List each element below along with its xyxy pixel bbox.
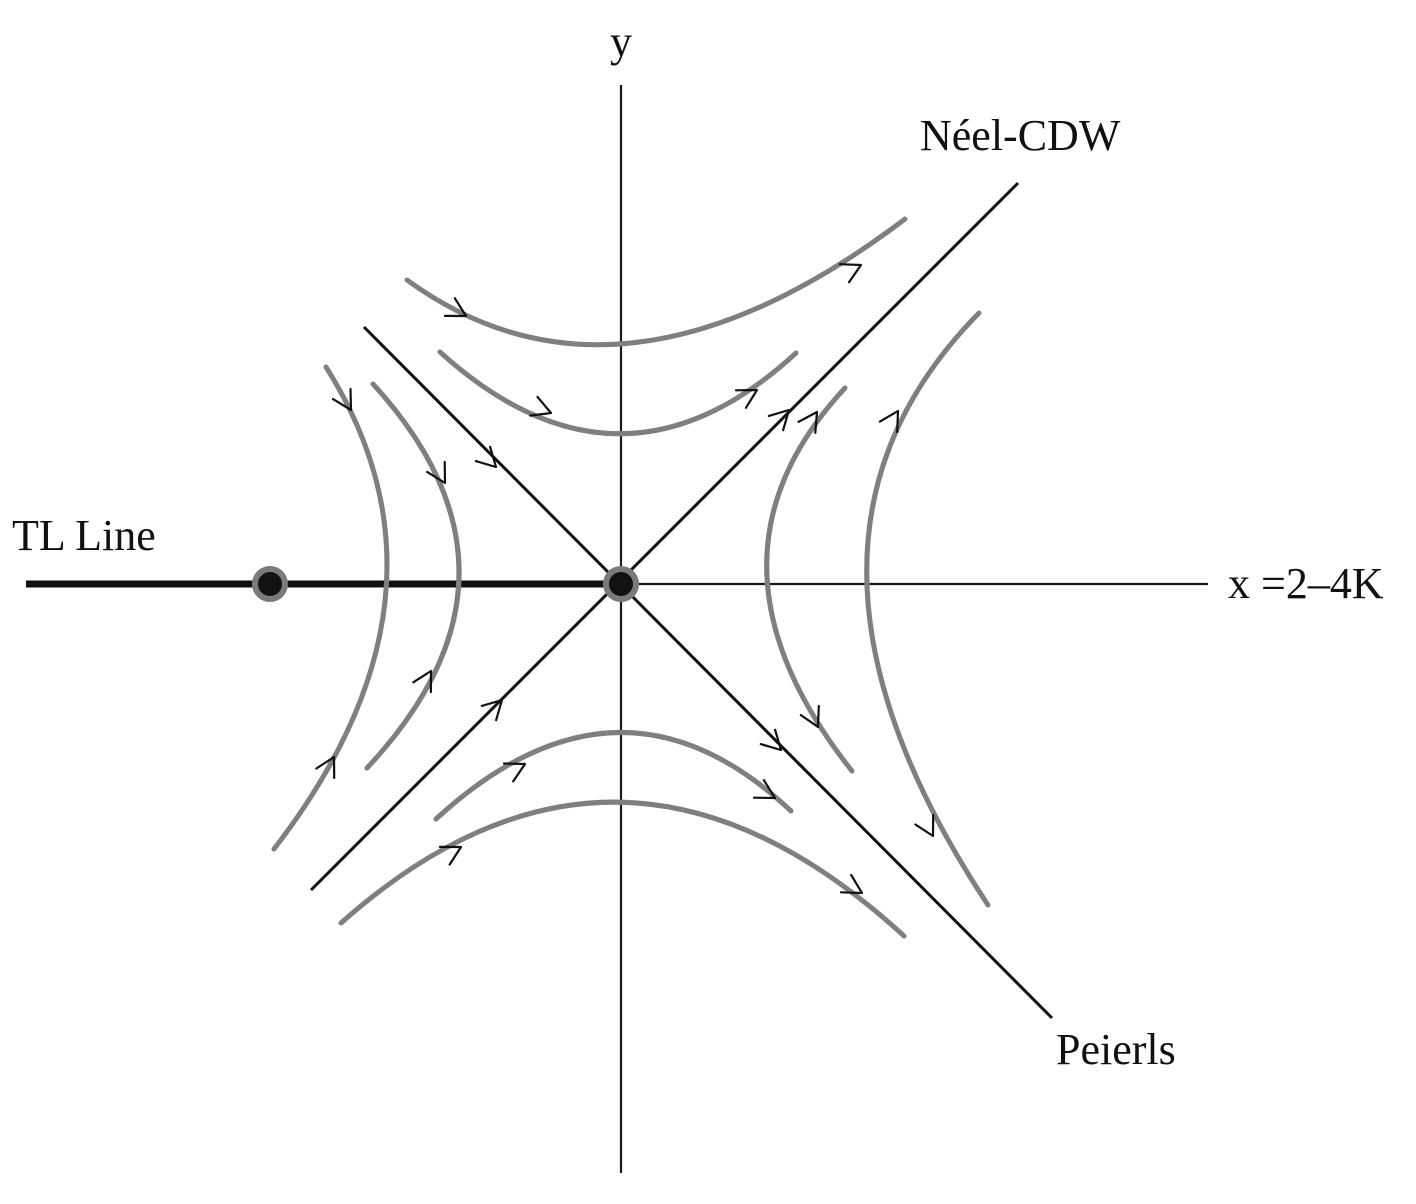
flow-line-top-outer [404, 216, 908, 348]
flow-arrowhead [331, 387, 353, 412]
flow-arrowhead [878, 409, 900, 434]
flow-arrowhead [438, 845, 463, 866]
flow-line-left-outer [271, 364, 390, 852]
origin-fixed-point [603, 566, 639, 602]
flow-arrows [315, 263, 935, 895]
flow-arrowhead [474, 445, 498, 469]
flow-line-left-inner [364, 381, 462, 771]
neel-cdw-label: Néel-CDW [920, 111, 1121, 160]
tl-line-label: TL Line [12, 511, 156, 560]
peierls-separatrix [362, 325, 1054, 1020]
flow-lines [271, 216, 991, 939]
flow-arrowhead [797, 410, 819, 434]
flow-line-bottom-outer [338, 799, 907, 939]
flow-arrowhead [443, 297, 468, 318]
flow-arrowhead [529, 395, 553, 417]
flow-arrowhead [480, 698, 504, 722]
flow-line-bottom-inner [433, 730, 794, 822]
flow-arrowhead [752, 779, 777, 800]
flow-arrowhead [838, 263, 863, 284]
flow-arrowhead [799, 704, 820, 729]
flow-arrowhead [759, 728, 783, 752]
tl-fixed-point [252, 566, 288, 602]
neel-cdw-separatrix [309, 181, 1020, 892]
peierls-label: Peierls [1056, 1025, 1176, 1074]
y-axis-label: y [610, 17, 632, 66]
flow-line-right-outer [864, 310, 991, 908]
flow-arrowhead [767, 408, 791, 432]
flow-arrowhead [426, 460, 447, 485]
flow-arrowhead [315, 755, 336, 780]
flow-arrowhead [502, 762, 527, 783]
flow-line-right-inner [764, 385, 855, 774]
flow-arrowhead [914, 813, 935, 838]
flow-arrowhead [734, 388, 759, 409]
x-axis-label: x =2–4K [1228, 559, 1384, 608]
flow-arrowhead [412, 669, 433, 694]
flow-arrowhead [839, 873, 864, 895]
flow-line-top-inner [437, 349, 799, 437]
